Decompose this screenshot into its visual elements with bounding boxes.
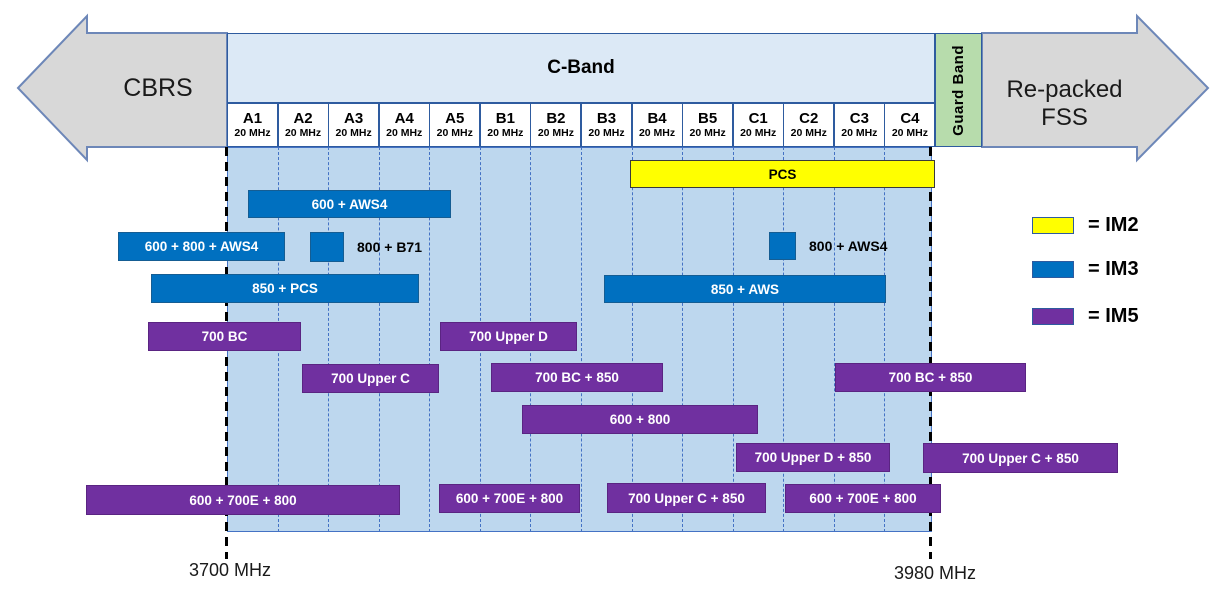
legend-label: = IM5 [1088, 305, 1139, 327]
band-cell-bandwidth: 20 MHz [537, 127, 574, 139]
gridline [328, 147, 330, 532]
im3-swatch [1032, 261, 1074, 278]
band-cell-bandwidth: 20 MHz [436, 127, 473, 139]
im-bar: 600 + 800 [522, 405, 758, 434]
im-bar: 600 + 700E + 800 [785, 484, 941, 513]
legend-label: = IM2 [1088, 214, 1139, 236]
im-bar: 700 Upper C [302, 364, 439, 393]
band-cell-name: B2 [546, 110, 566, 127]
band-cell-name: B4 [647, 110, 667, 127]
band-cell-bandwidth: 20 MHz [284, 127, 322, 139]
band-cell-bandwidth: 20 MHz [790, 127, 827, 139]
gridline [884, 147, 886, 532]
im-bar: 700 BC [148, 322, 301, 351]
fss-label: Re-packed FSS [1006, 76, 1123, 131]
band-cell-name: C1 [748, 110, 768, 127]
legend-row-im3: = IM3 [1032, 258, 1139, 281]
band-cell-bandwidth: 20 MHz [841, 127, 878, 139]
gridline [833, 147, 835, 532]
freq-label-3700: 3700 MHz [189, 560, 272, 580]
im-bar: 700 Upper D + 850 [736, 443, 890, 472]
gridline [783, 147, 785, 532]
im-bar: 850 + PCS [151, 274, 419, 303]
band-cell-name: A4 [394, 110, 414, 127]
im-bar-label: 800 + B71 [357, 239, 422, 255]
gridline [429, 147, 431, 532]
im2-swatch [1032, 217, 1074, 234]
band-cell-name: A2 [293, 110, 313, 127]
guard-band-label: Guard Band [950, 44, 967, 136]
im-bar: 600 + 700E + 800 [86, 485, 400, 515]
im-bar: 700 Upper D [440, 322, 577, 351]
cband-header: C-Band [227, 33, 935, 103]
im-bar: 700 BC + 850 [835, 363, 1026, 392]
band-cell-name: C4 [900, 110, 920, 127]
band-cell-name: C3 [849, 110, 869, 127]
gridline [682, 147, 684, 532]
im-bar: 600 + 800 + AWS4 [118, 232, 285, 261]
im-bar: 700 Upper C + 850 [923, 443, 1118, 473]
legend-row-im2: = IM2 [1032, 214, 1139, 237]
gridline [732, 147, 734, 532]
gridline [378, 147, 380, 532]
cbrs-label: CBRS [123, 74, 193, 102]
band-cell-bandwidth: 20 MHz [386, 127, 423, 139]
band-cell-name: B5 [698, 110, 718, 127]
guard-band: Guard Band [935, 33, 982, 147]
band-cell-bandwidth: 20 MHz [638, 127, 676, 139]
gridline [631, 147, 633, 532]
im-bar: 850 + AWS [604, 275, 886, 303]
im-bar: 600 + 700E + 800 [439, 484, 580, 513]
legend-label: = IM3 [1088, 258, 1139, 280]
im-bar: 700 BC + 850 [491, 363, 663, 392]
im-bar [769, 232, 796, 260]
cband-title: C-Band [547, 57, 615, 78]
band-cell-name: A3 [344, 110, 364, 127]
band-cell-bandwidth: 20 MHz [891, 127, 928, 139]
freq-line-3980 [929, 147, 932, 559]
legend-row-im5: = IM5 [1032, 305, 1139, 328]
im-bar-label: 800 + AWS4 [809, 238, 888, 254]
band-cell-bandwidth: 20 MHz [234, 127, 271, 139]
band-cell-bandwidth: 20 MHz [588, 127, 625, 139]
gridline [580, 147, 582, 532]
freq-line-3700 [225, 147, 228, 559]
band-cell-name: A5 [445, 110, 465, 127]
band-cell-bandwidth: 20 MHz [335, 127, 372, 139]
fss-arrow [981, 13, 1210, 163]
im-bar [310, 232, 344, 262]
freq-label-3980: 3980 MHz [894, 563, 977, 583]
band-cell-bandwidth: 20 MHz [487, 127, 524, 139]
band-cell-name: A1 [242, 110, 263, 127]
band-cell-name: B1 [495, 110, 515, 127]
band-cell-bandwidth: 20 MHz [740, 127, 777, 139]
band-cell-name: C2 [799, 110, 819, 127]
band-cell-bandwidth: 20 MHz [689, 127, 726, 139]
im-bar: 700 Upper C + 850 [607, 483, 766, 513]
band-cell-name: B3 [596, 110, 617, 127]
im5-swatch [1032, 308, 1074, 325]
im-bar: 600 + AWS4 [248, 190, 451, 218]
im-bar: PCS [630, 160, 935, 188]
